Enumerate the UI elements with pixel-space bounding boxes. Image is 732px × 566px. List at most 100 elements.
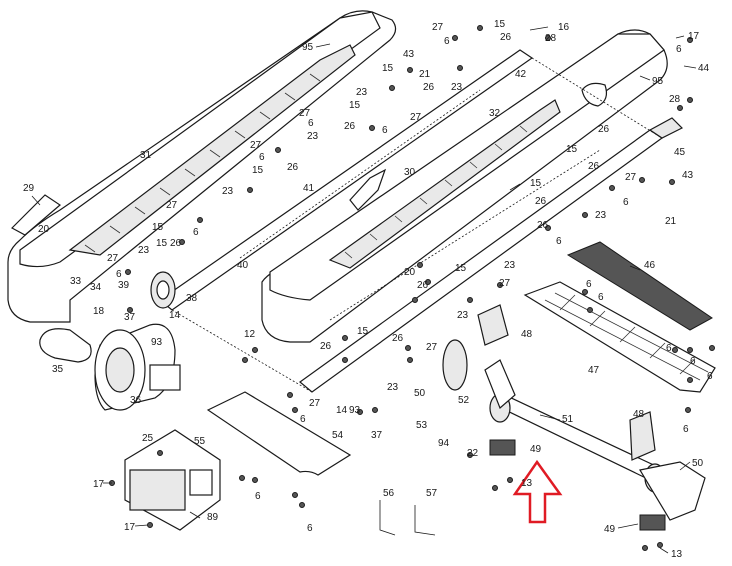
roller-caps-50 xyxy=(442,339,468,391)
leader-lines xyxy=(31,26,697,554)
callout: 6 xyxy=(255,491,261,502)
callout: 26 xyxy=(170,238,182,249)
callout: 6 xyxy=(598,292,604,303)
frame-assembly xyxy=(159,49,684,393)
callout: 6 xyxy=(307,523,313,534)
callout: 49 xyxy=(530,444,542,455)
callout: 15 xyxy=(530,178,542,189)
incline-pad xyxy=(566,241,713,331)
highlight-arrow xyxy=(512,459,563,524)
brackets-48 xyxy=(477,304,656,461)
callout: 15 xyxy=(152,222,164,233)
callout: 6 xyxy=(666,343,672,354)
callout: 50 xyxy=(414,388,426,399)
callout: 30 xyxy=(404,167,416,178)
callout: 6 xyxy=(382,125,388,136)
hood-piece xyxy=(349,168,387,211)
callout: 93 xyxy=(151,337,163,348)
callout: 26 xyxy=(287,162,299,173)
callout: 23 xyxy=(504,260,516,271)
callout: 27 xyxy=(499,278,511,289)
callout: 21 xyxy=(419,69,431,80)
callout: 49 xyxy=(604,524,616,535)
callout: 16 xyxy=(558,22,570,33)
callout: 37 xyxy=(371,430,383,441)
callout: 23 xyxy=(457,310,469,321)
callout: 95 xyxy=(652,76,664,87)
drive-belt xyxy=(39,328,92,363)
callout: 23 xyxy=(387,382,399,393)
callout: 26 xyxy=(588,161,600,172)
callout: 15 xyxy=(455,263,467,274)
callout: 17 xyxy=(93,479,105,490)
callout: 6 xyxy=(690,356,696,367)
callout: 37 xyxy=(124,312,136,323)
callout: 27 xyxy=(166,200,178,211)
callout: 28 xyxy=(669,94,681,105)
callout: 15 xyxy=(349,100,361,111)
mounting-plate xyxy=(206,391,352,476)
callout: 25 xyxy=(142,433,154,444)
callout: 14 xyxy=(336,405,348,416)
callout: 6 xyxy=(193,227,199,238)
callout-labels: 95 95 27 15 16 6 26 28 43 42 17 6 44 15 … xyxy=(23,19,713,560)
callout: 31 xyxy=(140,150,152,161)
callout: 15 xyxy=(382,63,394,74)
callout: 27 xyxy=(625,172,637,183)
callout: 48 xyxy=(633,409,645,420)
callout: 6 xyxy=(259,152,265,163)
callout: 57 xyxy=(426,488,438,499)
callout: 6 xyxy=(676,44,682,55)
callout: 26 xyxy=(598,124,610,135)
callout: 35 xyxy=(52,364,64,375)
callout: 6 xyxy=(707,371,713,382)
callout: 12 xyxy=(244,329,256,340)
callout: 29 xyxy=(23,183,35,194)
callout: 26 xyxy=(500,32,512,43)
callout: 17 xyxy=(688,31,700,42)
callout: 43 xyxy=(403,49,415,60)
callout: 6 xyxy=(300,414,306,425)
callout: 20 xyxy=(38,224,50,235)
incline-deck xyxy=(523,281,716,393)
callout: 44 xyxy=(698,63,710,74)
callout: 23 xyxy=(451,82,463,93)
callout: 45 xyxy=(674,147,686,158)
callout: 27 xyxy=(410,112,422,123)
callout: 14 xyxy=(169,310,181,321)
callout: 39 xyxy=(118,280,130,291)
callout: 41 xyxy=(303,183,315,194)
callout: 6 xyxy=(683,424,689,435)
callout: 26 xyxy=(535,196,547,207)
callout: 27 xyxy=(309,398,321,409)
callout: 51 xyxy=(562,414,574,425)
callout: 23 xyxy=(595,210,607,221)
hex-keys xyxy=(379,500,436,536)
callout: 22 xyxy=(467,448,479,459)
callout: 15 xyxy=(494,19,506,30)
callout: 53 xyxy=(416,420,428,431)
callout: 13 xyxy=(521,478,533,489)
callout: 6 xyxy=(623,197,629,208)
callout: 55 xyxy=(194,436,206,447)
callout: 42 xyxy=(515,69,527,80)
callout: 28 xyxy=(545,33,557,44)
callout: 56 xyxy=(383,488,395,499)
foot-pads-49 xyxy=(489,439,666,531)
callout: 33 xyxy=(70,276,82,287)
callout: 13 xyxy=(671,549,683,560)
callout: 94 xyxy=(438,438,450,449)
callout: 95 xyxy=(302,42,314,53)
callout: 6 xyxy=(308,118,314,129)
callout: 26 xyxy=(320,341,332,352)
callout: 50 xyxy=(692,458,704,469)
callout: 34 xyxy=(90,282,102,293)
callout: 23 xyxy=(222,186,234,197)
callout: 27 xyxy=(299,108,311,119)
bolts xyxy=(109,25,715,551)
front-roller xyxy=(150,271,176,309)
callout: 26 xyxy=(423,82,435,93)
callout: 17 xyxy=(124,522,136,533)
callout: 26 xyxy=(344,121,356,132)
